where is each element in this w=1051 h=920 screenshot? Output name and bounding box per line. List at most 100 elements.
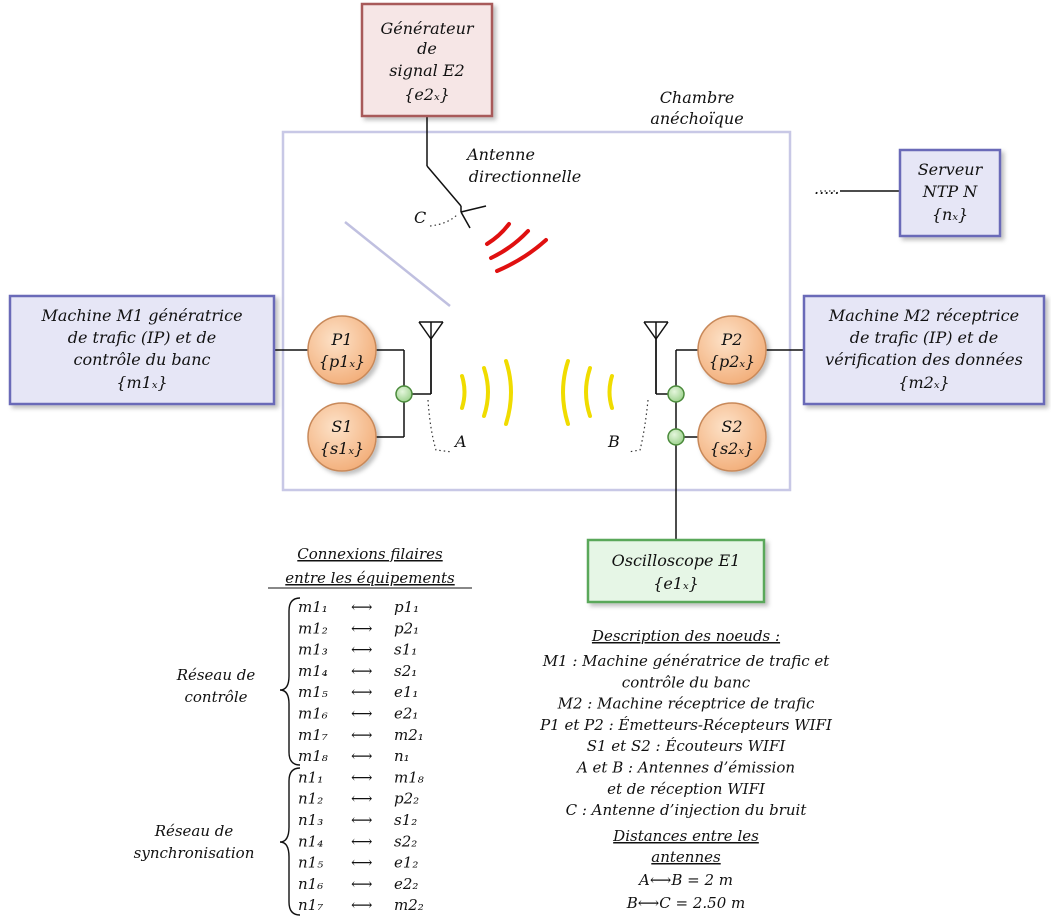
node-p1: P1 {p1ₓ} <box>307 315 377 385</box>
control-connection-to: e2₁ <box>394 705 418 723</box>
m1-line3: contrôle du banc <box>74 350 211 369</box>
junction-b-bottom <box>667 428 685 446</box>
oscilloscope-box: Oscilloscope E1 {e1ₓ} <box>586 538 766 604</box>
sync-connection-from: n1₃ <box>298 811 323 829</box>
sync-network-label-line2: synchronisation <box>134 844 255 862</box>
reflector-line <box>344 221 451 307</box>
control-connection-to: e1₁ <box>394 683 418 701</box>
ntp-line1: Serveur <box>918 160 984 179</box>
control-connection-arrow: ⟷ <box>351 598 373 616</box>
sync-connection-from: n1₄ <box>298 832 323 850</box>
description-line: M2 : Machine réceptrice de trafic <box>557 695 815 713</box>
p2-id: {p2ₓ} <box>709 352 755 371</box>
sync-connection-from: n1₁ <box>298 768 323 786</box>
control-connection-to: s2₁ <box>394 662 417 680</box>
control-connection-from: m1₃ <box>298 641 328 659</box>
control-connection-to: m2₁ <box>394 726 424 744</box>
distance-bc: B⟷C = 2.50 m <box>626 894 746 912</box>
control-network-label-line1: Réseau de <box>176 666 256 684</box>
sync-connection-arrow: ⟷ <box>351 875 373 893</box>
antenna-a-label: A <box>453 432 467 451</box>
control-connection-to: n₁ <box>394 747 410 765</box>
description-line: P1 et P2 : Émetteurs-Récepteurs WIFI <box>539 716 833 734</box>
control-connection-to: p1₁ <box>394 598 419 616</box>
control-connection-arrow: ⟷ <box>351 662 373 680</box>
sync-connection-to: s1₂ <box>394 811 417 829</box>
junction-a <box>395 385 413 403</box>
m2-line3: vérification des données <box>825 350 1023 369</box>
control-connection-from: m1₁ <box>298 598 328 616</box>
node-s1: S1 {s1ₓ} <box>307 402 377 472</box>
control-connection-from: m1₆ <box>298 705 328 723</box>
connections-title-line1: Connexions filaires <box>297 545 443 563</box>
sync-connection-to: m1₈ <box>394 768 424 786</box>
s2-id: {s2ₓ} <box>710 439 754 458</box>
chamber-label-line2: anéchoïque <box>650 109 743 128</box>
sync-connection-from: n1₂ <box>298 790 323 808</box>
m2-line2: de trafic (IP) et de <box>850 328 998 347</box>
antenna-b-icon <box>643 321 669 394</box>
sync-connection-arrow: ⟷ <box>351 811 373 829</box>
m2-line1: Machine M2 réceptrice <box>828 306 1019 325</box>
directional-antenna-line2: directionnelle <box>469 167 581 186</box>
ntp-server-box: Serveur NTP N {nₓ} <box>898 148 1002 238</box>
control-connection-arrow: ⟷ <box>351 683 373 701</box>
generator-id: {e2ₓ} <box>404 85 450 104</box>
generator-box: Générateur de signal E2 {e2ₓ} <box>360 2 494 118</box>
control-network-label-line2: contrôle <box>185 688 248 706</box>
description-line: S1 et S2 : Écouteurs WIFI <box>587 737 787 755</box>
distances-title-line1: Distances entre les <box>612 827 759 845</box>
sync-connection-arrow: ⟷ <box>351 832 373 850</box>
control-connection-to: p2₁ <box>394 619 419 637</box>
wifi-waves-a-icon <box>460 359 513 426</box>
sync-network-label-line1: Réseau de <box>154 822 234 840</box>
machine-m1-box: Machine M1 génératrice de trafic (IP) et… <box>8 294 276 406</box>
machine-m2-box: Machine M2 réceptrice de trafic (IP) et … <box>802 294 1046 406</box>
sync-connection-arrow: ⟷ <box>351 768 373 786</box>
node-s2: S2 {s2ₓ} <box>697 402 767 472</box>
m1-id: {m1ₓ} <box>116 373 167 392</box>
sync-connection-arrow: ⟷ <box>351 896 373 914</box>
control-connection-from: m1₅ <box>298 683 328 701</box>
p1-id: {p1ₓ} <box>319 352 365 371</box>
antenna-b-label: B <box>607 432 620 451</box>
sync-connection-from: n1₆ <box>298 875 323 893</box>
control-connection-from: m1₂ <box>298 619 328 637</box>
distances-title-line2: antennes <box>651 848 721 866</box>
p2-name: P2 <box>721 330 743 349</box>
generator-line1: Générateur <box>380 19 474 38</box>
control-connection-arrow: ⟷ <box>351 747 373 765</box>
junction-b-top <box>667 385 685 403</box>
ntp-id: {nₓ} <box>932 205 968 224</box>
m1-line2: de trafic (IP) et de <box>68 328 216 347</box>
s2-name: S2 <box>721 417 742 436</box>
description-lines: M1 : Machine génératrice de trafic etcon… <box>539 652 833 819</box>
sync-connection-to: s2₂ <box>394 832 417 850</box>
node-p2: P2 {p2ₓ} <box>697 315 767 385</box>
control-connection-arrow: ⟷ <box>351 705 373 723</box>
node-description-section: Description des noeuds : M1 : Machine gé… <box>539 627 833 819</box>
noise-waves-icon <box>485 222 548 273</box>
distances-section: Distances entre les antennes A⟷B = 2 m B… <box>612 827 759 912</box>
directional-antenna-line1: Antenne <box>465 145 535 164</box>
s1-name: S1 <box>331 417 352 436</box>
ntp-line2: NTP N <box>922 182 979 201</box>
control-connection-from: m1₄ <box>298 662 328 680</box>
control-connection-arrow: ⟷ <box>351 619 373 637</box>
sync-connection-from: n1₇ <box>298 896 323 914</box>
chamber-label-line1: Chambre <box>660 88 735 107</box>
p1-name: P1 <box>331 330 353 349</box>
generator-line3: signal E2 <box>389 61 464 80</box>
connections-section: Connexions filaires entre les équipement… <box>134 545 472 916</box>
sync-connection-arrow: ⟷ <box>351 790 373 808</box>
sync-connection-to: e1₂ <box>394 854 418 872</box>
connection-rows: m1₁ ⟷ p1₁ m1₂ ⟷ p2₁ m1₃ ⟷ s1₁ m1₄ ⟷ s2₁ m1₅ ⟷ e1₁ m1₆ ⟷ e… <box>298 598 424 914</box>
sync-connection-from: n1₅ <box>298 854 323 872</box>
oscilloscope-id: {e1ₓ} <box>653 574 699 593</box>
description-line: C : Antenne d’injection du bruit <box>566 801 808 819</box>
description-title: Description des noeuds : <box>591 627 780 645</box>
control-connection-to: s1₁ <box>394 641 417 659</box>
distance-ab: A⟷B = 2 m <box>637 871 733 889</box>
oscilloscope-line1: Oscilloscope E1 <box>612 551 741 570</box>
